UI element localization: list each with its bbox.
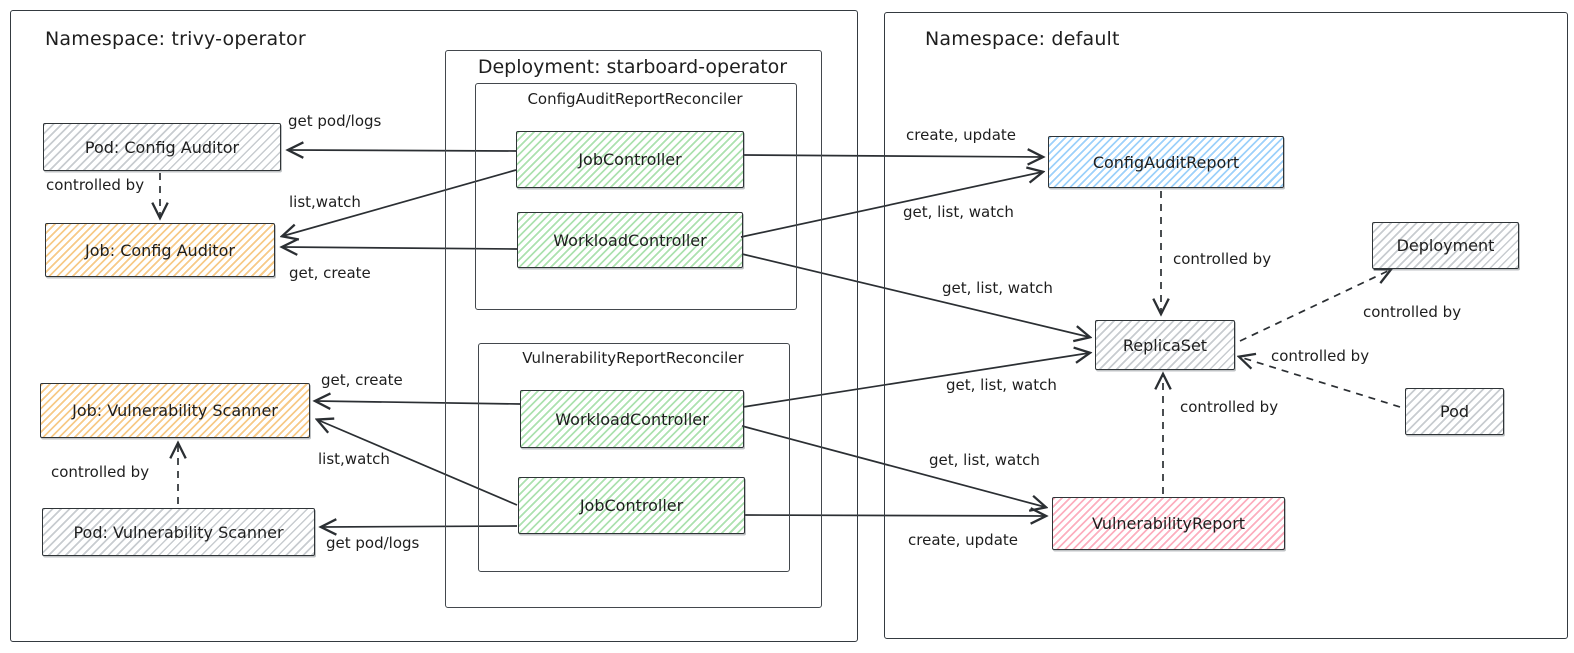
config-audit-reconciler-title: ConfigAuditReportReconciler [527,90,743,108]
edge-label-glw-config-audit-report: get, list, watch [903,203,1014,221]
node-replica-set: ReplicaSet [1095,320,1235,370]
node-workload-controller-bottom: WorkloadController [520,390,744,448]
vulnerability-reconciler-container [478,343,790,572]
edge-label-controlled-by-pod-rs: controlled by [1271,347,1370,365]
edge-label-list-watch-bottom: list,watch [318,450,390,468]
namespace-left-container [10,10,858,642]
node-deployment: Deployment [1372,222,1519,269]
edge-label-controlled-by-rs-deployment: controlled by [1363,303,1462,321]
vulnerability-reconciler-title: VulnerabilityReportReconciler [522,349,744,367]
node-vulnerability-report: VulnerabilityReport [1052,497,1285,550]
config-audit-reconciler-container [475,83,797,310]
edge-label-get-pod-logs-bottom: get pod/logs [326,534,420,552]
edge-label-create-update-top: create, update [906,126,1017,144]
node-job-controller-top: JobController [516,131,744,188]
node-pod-vulnerability-scanner: Pod: Vulnerability Scanner [42,508,315,556]
deployment-group-container [445,50,822,608]
node-job-vulnerability-scanner: Job: Vulnerability Scanner [40,383,310,438]
edge-label-create-update-bottom: create, update [908,531,1019,549]
node-config-audit-report: ConfigAuditReport [1048,136,1284,188]
deployment-group-title: Deployment: starboard-operator [477,56,788,78]
edge-label-controlled-by-pod-ca: controlled by [46,176,145,194]
edge-label-controlled-by-car-rs: controlled by [1173,250,1272,268]
node-job-controller-bottom: JobController [518,477,745,534]
node-pod-config-auditor: Pod: Config Auditor [43,123,281,171]
namespace-right-container [884,12,1568,639]
edge-label-list-watch-top: list,watch [289,193,361,211]
edge-label-get-pod-logs-top: get pod/logs [288,112,382,130]
edge-label-glw-vulnerability-report: get, list, watch [929,451,1040,469]
edge-label-get-create-bottom: get, create [321,371,403,389]
edge-label-controlled-by-vr-rs: controlled by [1180,398,1279,416]
node-job-config-auditor: Job: Config Auditor [45,223,275,277]
edge-label-glw-replicaset-bottom: get, list, watch [946,376,1057,394]
edge-label-controlled-by-pod-vs: controlled by [51,463,150,481]
node-workload-controller-top: WorkloadController [517,212,743,268]
edge-label-glw-replicaset-top: get, list, watch [942,279,1053,297]
node-pod: Pod [1405,388,1504,435]
namespace-left-title: Namespace: trivy-operator [45,28,306,50]
edge-label-get-create-top: get, create [289,264,371,282]
namespace-right-title: Namespace: default [925,28,1120,50]
